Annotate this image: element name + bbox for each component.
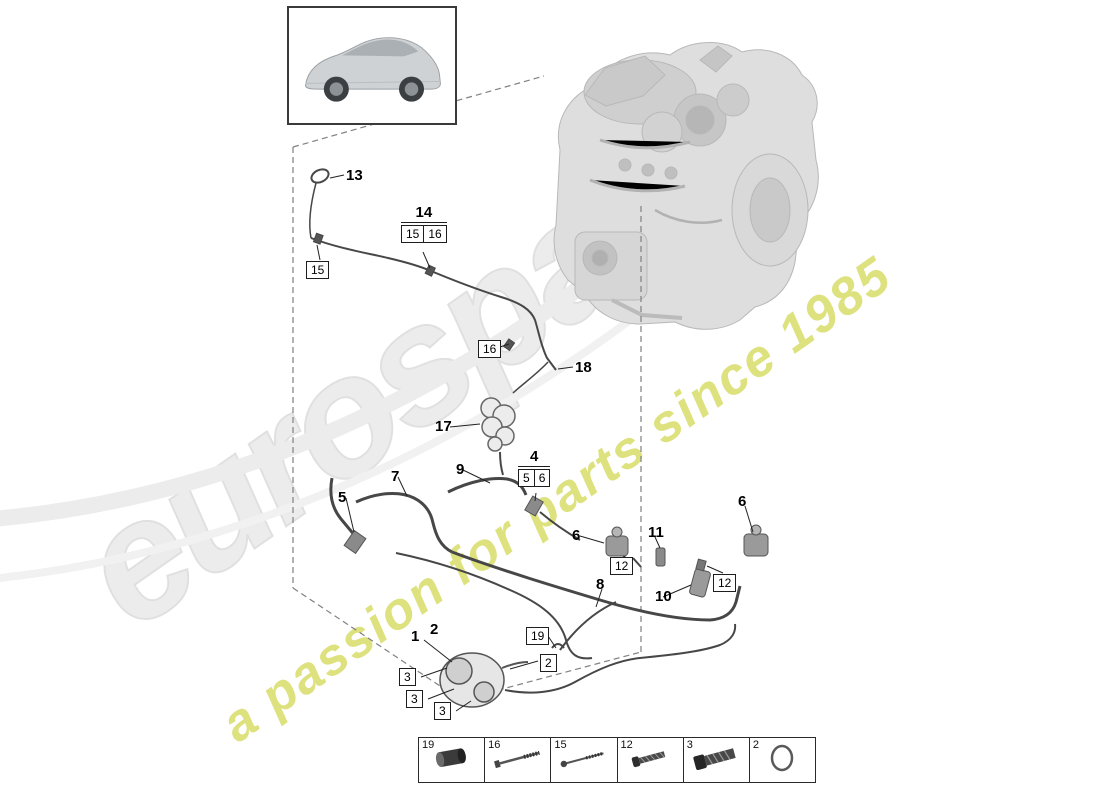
callout-9[interactable]: 9 (456, 461, 465, 478)
callout-17[interactable]: 17 (435, 418, 452, 435)
legend-number-15: 15 (554, 739, 567, 751)
legend-item-12[interactable]: 12 (618, 738, 684, 782)
callout-box-3c[interactable]: 3 (434, 702, 451, 720)
callout-box-15[interactable]: 15 (306, 261, 330, 279)
legend-number-16: 16 (488, 739, 501, 751)
callout-group-14[interactable]: 14 15 16 (401, 205, 447, 243)
bolt-icon (688, 742, 744, 779)
valve-10 (689, 558, 711, 598)
car-side-view-icon (305, 36, 441, 102)
callout-10[interactable]: 10 (655, 588, 672, 605)
callout-18[interactable]: 18 (575, 359, 592, 376)
long-stud-icon (556, 742, 612, 779)
callout-4[interactable]: 4 (530, 448, 539, 465)
vacuum-pump (439, 652, 529, 708)
callout-6-right[interactable]: 6 (738, 493, 747, 510)
callout-box-3b[interactable]: 3 (406, 690, 423, 708)
legend-item-3[interactable]: 3 (684, 738, 750, 782)
callout-box-12-right[interactable]: 12 (713, 574, 737, 592)
callout-8[interactable]: 8 (596, 576, 605, 593)
legend-item-15[interactable]: 15 (551, 738, 618, 782)
callout-rule (518, 466, 551, 467)
changeover-valve-6 (605, 526, 629, 557)
callout-box-6a[interactable]: 6 (534, 469, 551, 487)
engine-illustration (553, 42, 819, 330)
callout-2[interactable]: 2 (430, 621, 439, 638)
legend-number-3: 3 (686, 739, 693, 751)
callout-11[interactable]: 11 (648, 524, 664, 541)
callout-7[interactable]: 7 (391, 468, 400, 485)
sleeve-11 (655, 547, 666, 567)
legend-number-2: 2 (752, 739, 759, 751)
leader-lines (316, 174, 754, 712)
legend-number-19: 19 (422, 739, 435, 751)
callout-1[interactable]: 1 (411, 628, 420, 645)
legend-item-2[interactable]: 2 (750, 738, 815, 782)
callout-box-16[interactable]: 16 (478, 340, 502, 358)
changeover-valve-6-right (743, 524, 769, 557)
callout-box-19[interactable]: 19 (526, 627, 550, 645)
vacuum-system-parts (309, 168, 769, 708)
callout-13[interactable]: 13 (346, 167, 363, 184)
callout-14[interactable]: 14 (415, 204, 433, 221)
legend-item-19[interactable]: 19 (419, 738, 486, 782)
vacuum-reservoir (480, 397, 516, 452)
legend-number-12: 12 (620, 739, 633, 751)
vehicle-thumbnail[interactable] (287, 6, 457, 125)
callout-group-4[interactable]: 4 5 6 (518, 448, 551, 487)
sleeve-icon (424, 742, 480, 779)
callout-box-5a[interactable]: 5 (518, 469, 535, 487)
callout-box-12-left[interactable]: 12 (610, 557, 634, 575)
legend-item-16[interactable]: 16 (485, 738, 552, 782)
callout-box-3a[interactable]: 3 (399, 668, 416, 686)
callout-box-16a[interactable]: 16 (424, 225, 447, 243)
callout-5[interactable]: 5 (338, 489, 347, 506)
o-ring-icon (754, 742, 810, 779)
callout-6-left[interactable]: 6 (572, 527, 581, 544)
callout-rule (401, 222, 447, 223)
screw-icon (622, 742, 678, 779)
long-screw-icon (490, 742, 546, 779)
callout-box-15a[interactable]: 15 (401, 225, 425, 243)
callout-box-2[interactable]: 2 (540, 654, 557, 672)
fastener-legend: 19 16 (418, 737, 816, 783)
